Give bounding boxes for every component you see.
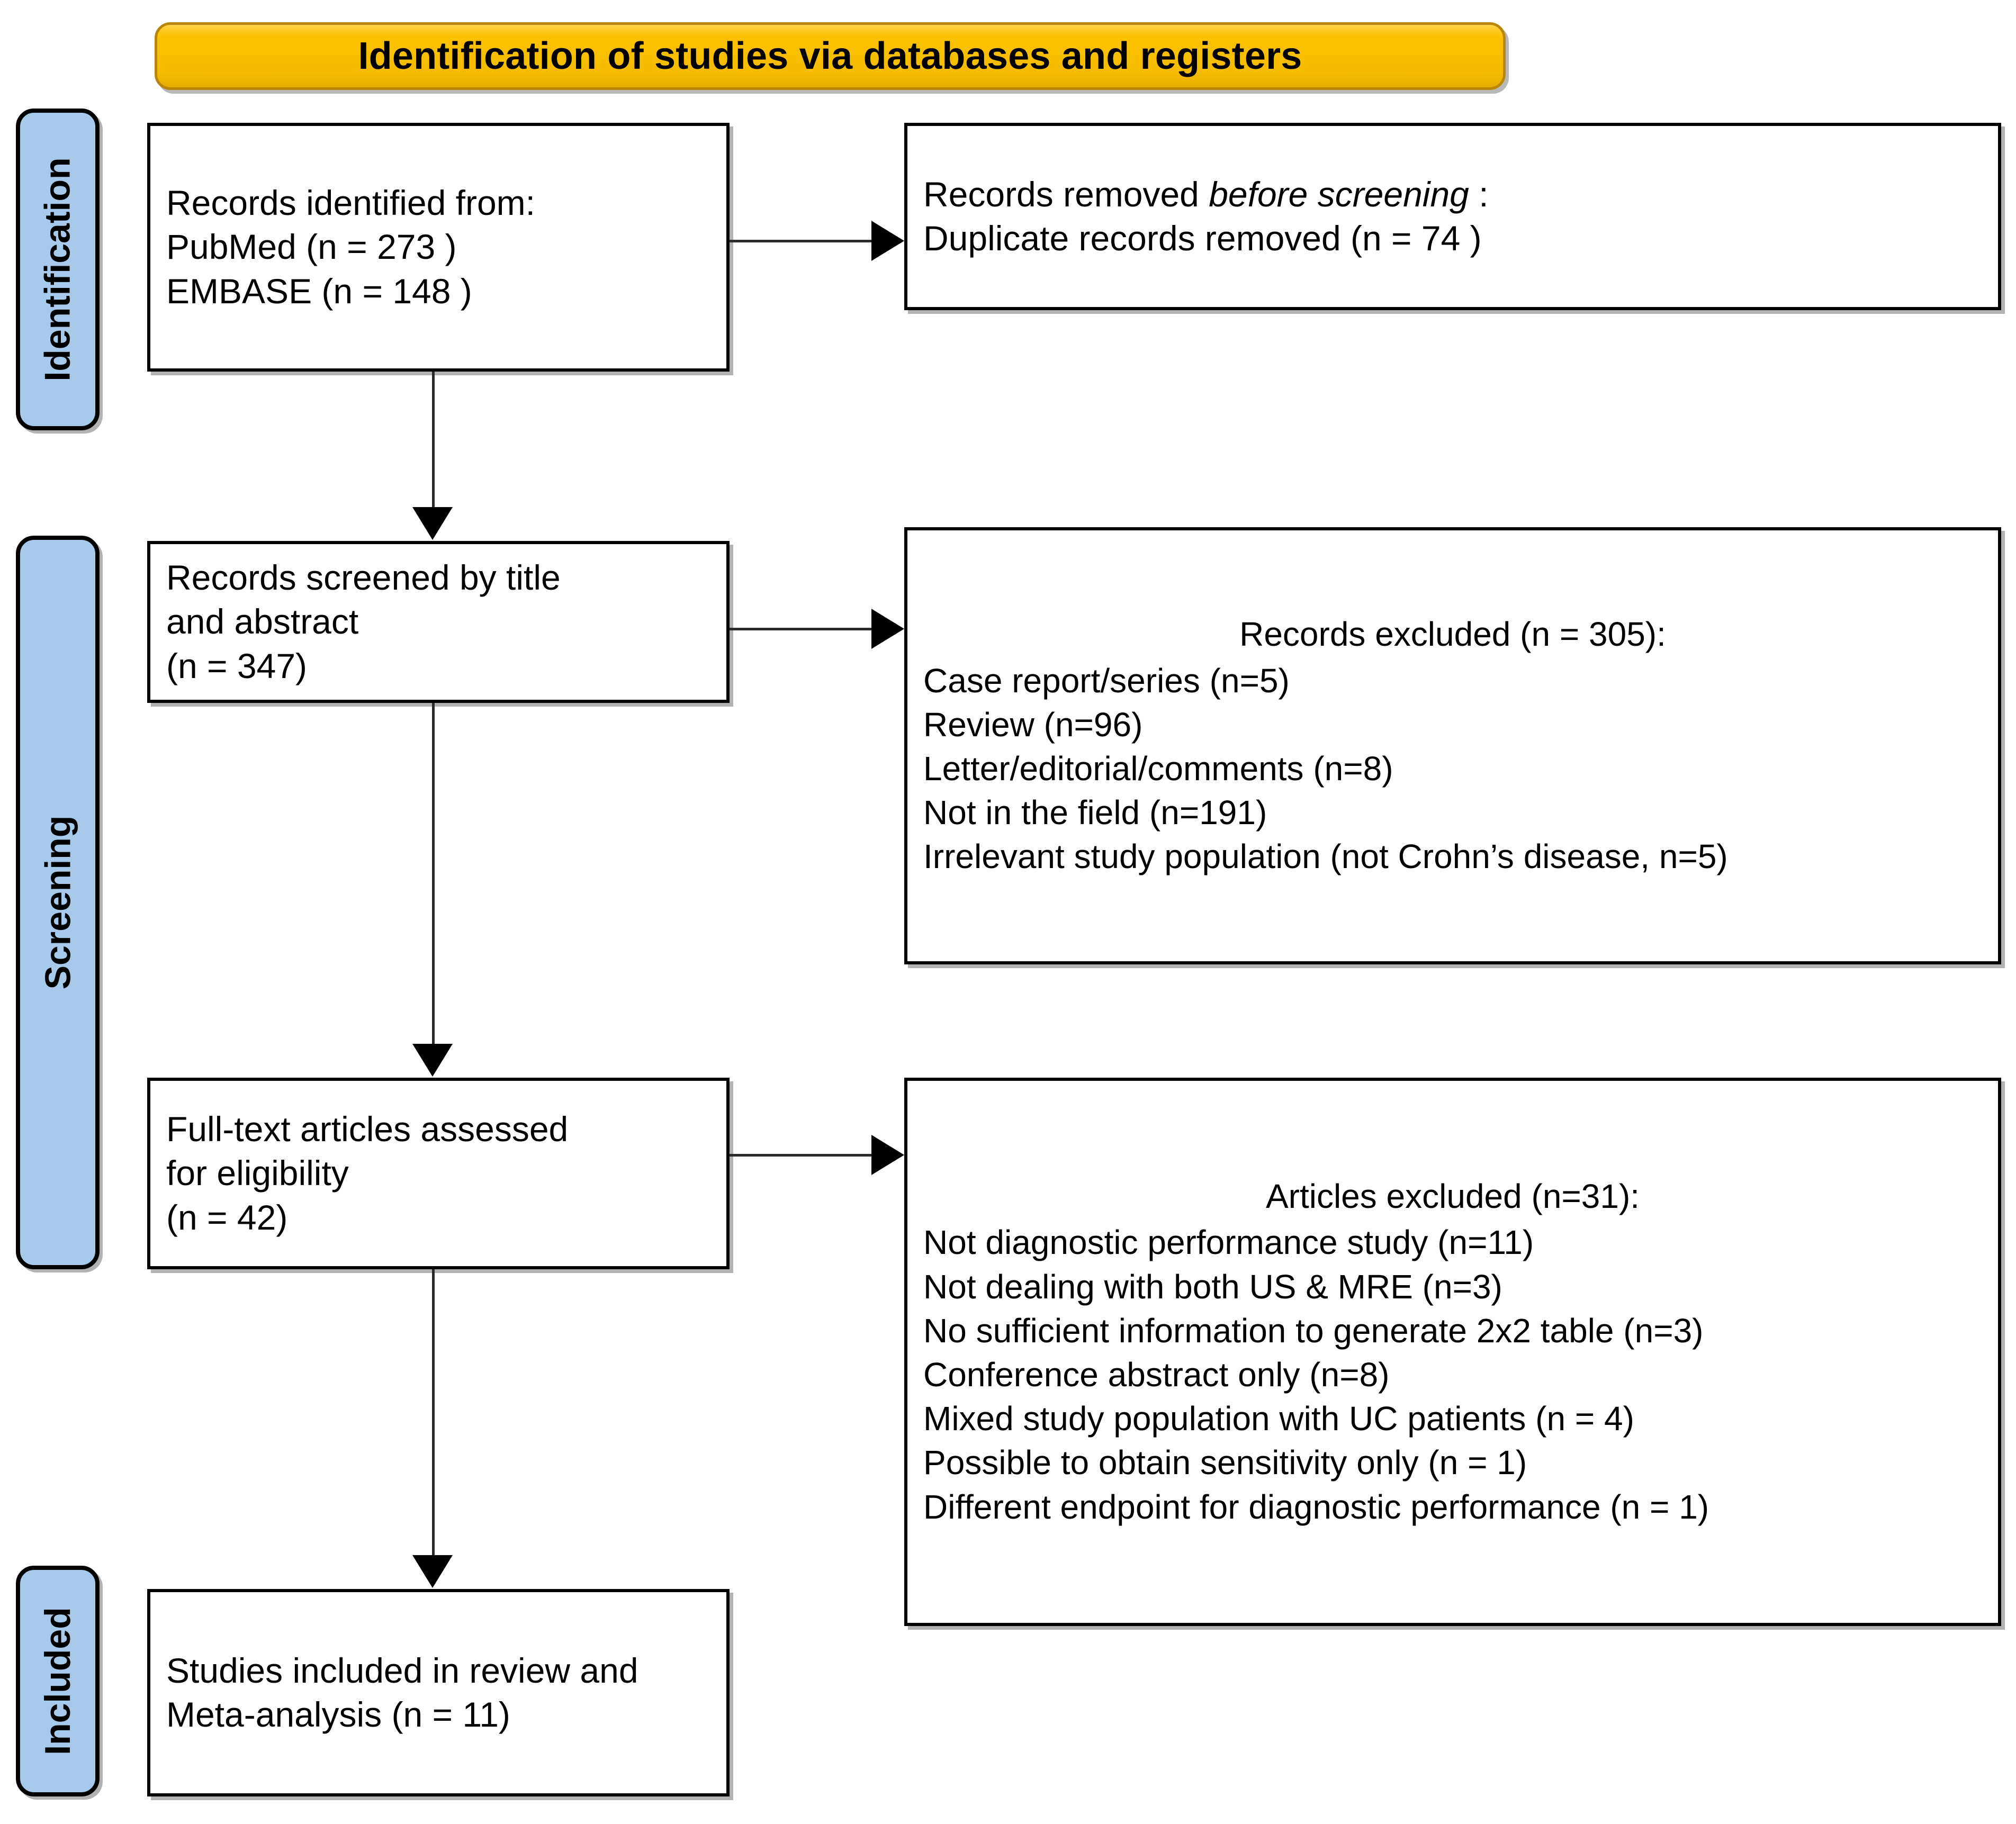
studies-included-line-1: Studies included in review and [166,1650,638,1690]
connector-line-screened-to-fulltext [432,703,435,1047]
stage-identification-text: Identification [38,157,78,382]
stage-label-identification: Identification [16,109,100,430]
records-removed-suffix: : [1469,174,1489,214]
list-item: Case report/series (n=5) [923,661,1290,700]
records-excluded-heading: Records excluded (n = 305): [1239,615,1666,654]
box-records-removed: Records removed before screening : Dupli… [904,123,2001,310]
list-item: Possible to obtain sensitivity only (n =… [923,1443,1527,1482]
records-removed-line-1: Records removed before screening : [923,173,1982,216]
list-item: Conference abstract only (n=8) [923,1356,1390,1394]
arrow-right-icon [871,1135,904,1175]
connector-line-fulltext-to-included [432,1269,435,1558]
articles-excluded-list: Not diagnostic performance study (n=11) … [923,1221,1982,1529]
connector-line-screened-to-excluded [730,628,877,630]
records-screened-line-2: and abstract [166,602,359,642]
arrow-right-icon [871,609,904,649]
box-articles-excluded: Articles excluded (n=31): Not diagnostic… [904,1078,2001,1626]
stage-label-screening: Screening [16,536,100,1269]
list-item: Letter/editorial/comments (n=8) [923,750,1393,788]
box-fulltext-assessed: Full-text articles assessed for eligibil… [147,1078,730,1269]
connector-line-fulltext-to-excluded [730,1154,877,1157]
list-item: Different endpoint for diagnostic perfor… [923,1487,1709,1526]
articles-excluded-heading: Articles excluded (n=31): [1265,1177,1640,1216]
records-identified-line-1: Records identified from: [166,183,535,223]
stage-included-text: Included [38,1607,78,1755]
arrow-down-icon [412,1044,453,1077]
fulltext-line-2: for eligibility [166,1153,349,1193]
box-records-excluded: Records excluded (n = 305): Case report/… [904,527,2001,964]
records-identified-line-3: EMBASE (n = 148 ) [166,271,472,311]
list-item: No sufficient information to generate 2x… [923,1311,1704,1350]
list-item: Not in the field (n=191) [923,793,1267,832]
records-identified-line-2: PubMed (n = 273 ) [166,227,457,267]
records-screened-line-1: Records screened by title [166,558,561,598]
records-removed-line-2: Duplicate records removed (n = 74 ) [923,219,1482,258]
records-screened-line-3: (n = 347) [166,646,307,685]
box-records-screened: Records screened by title and abstract (… [147,541,730,703]
list-item: Mixed study population with UC patients … [923,1399,1634,1438]
studies-included-line-2: Meta-analysis (n = 11) [166,1695,510,1734]
list-item: Not dealing with both US & MRE (n=3) [923,1267,1502,1306]
list-item: Not diagnostic performance study (n=11) [923,1223,1534,1262]
connector-line-identified-to-removed [730,240,877,242]
list-item: Irrelevant study population (not Crohn’s… [923,837,1728,876]
banner-title: Identification of studies via databases … [358,35,1302,77]
box-studies-included: Studies included in review and Meta-anal… [147,1589,730,1796]
fulltext-line-1: Full-text articles assessed [166,1109,569,1149]
records-excluded-list: Case report/series (n=5) Review (n=96) L… [923,659,1982,879]
stage-label-included: Included [16,1566,100,1796]
diagram-header-banner: Identification of studies via databases … [155,22,1506,90]
list-item: Review (n=96) [923,705,1143,744]
box-records-identified: Records identified from: PubMed (n = 273… [147,123,730,372]
arrow-right-icon [871,221,904,261]
arrow-down-icon [412,1555,453,1588]
arrow-down-icon [412,507,453,540]
fulltext-line-3: (n = 42) [166,1197,288,1237]
stage-screening-text: Screening [38,815,78,990]
connector-line-identified-to-screened [432,372,435,510]
records-removed-prefix: Records removed [923,174,1209,214]
records-removed-emphasis: before screening [1209,174,1469,214]
